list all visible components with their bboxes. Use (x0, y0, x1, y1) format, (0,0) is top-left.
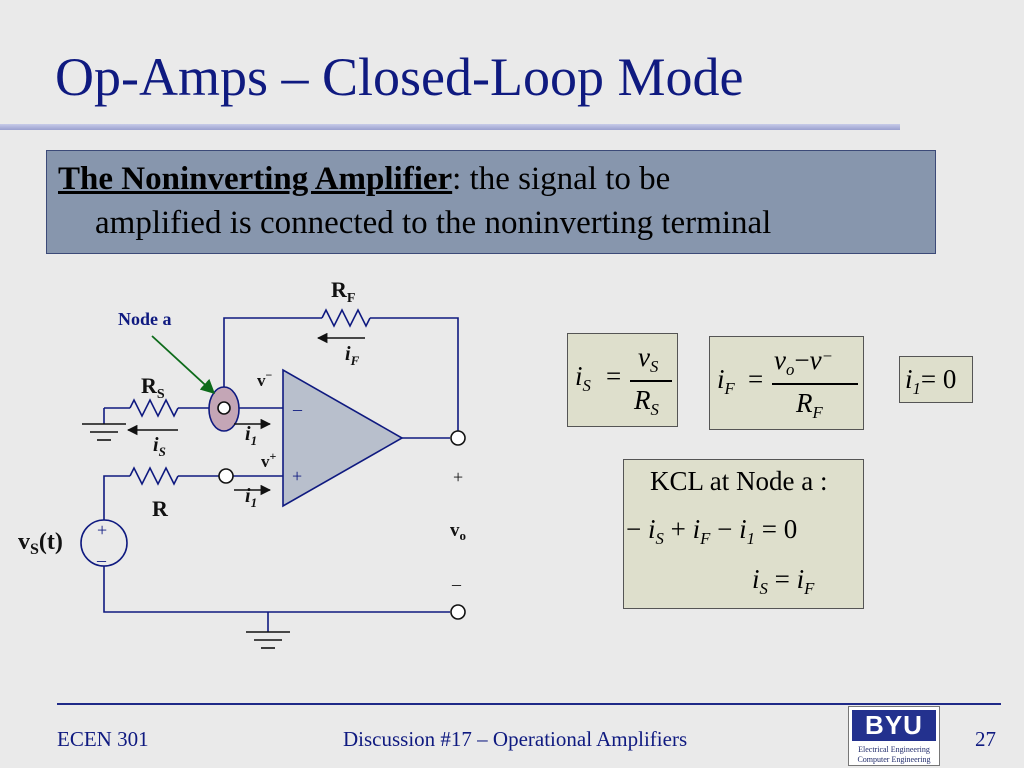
v-plus-label: v+ (261, 449, 277, 471)
footer-course: ECEN 301 (57, 727, 149, 751)
kcl-line-1: − iS + iF − i1 = 0 (626, 514, 798, 548)
r-label: R (152, 496, 169, 521)
banner-text-line1: : the signal to be (452, 161, 671, 197)
rs-label: RS (141, 373, 165, 402)
output-plus-sign: + (453, 467, 463, 487)
noninverting-terminal-icon (218, 468, 234, 484)
if-label: iF (345, 343, 360, 368)
footer-subject: Discussion #17 – Operational Amplifiers (343, 727, 688, 751)
is-label: iS (153, 434, 166, 459)
node-a-label: Node a (118, 309, 172, 329)
vo-label: vo (450, 520, 466, 543)
definition-banner: The Noninverting Amplifier: the signal t… (46, 150, 936, 254)
node-a-terminal-icon (217, 401, 231, 415)
source-plus-sign: + (97, 520, 107, 540)
node-a-pointer (151, 335, 216, 394)
i1-top-label: i1 (245, 423, 257, 448)
byu-logo-mark: BYU (852, 710, 936, 741)
ground-icon-bottom (246, 631, 290, 649)
equation-is: iS = vS RS (567, 333, 678, 427)
output-terminal-icon (450, 430, 466, 446)
ground-terminal-icon (450, 604, 466, 620)
rf-label: RF (331, 277, 355, 306)
v-minus-label: v− (257, 368, 273, 390)
footer-rule (57, 703, 1001, 705)
logo-line-1: Electrical Engineering (858, 745, 930, 754)
noninverting-input-sign: + (292, 466, 302, 486)
vs-label: vS(t) (18, 529, 63, 558)
kcl-equation-box: KCL at Node a : − iS + iF − i1 = 0 iS = … (623, 459, 864, 609)
page-number: 27 (975, 727, 996, 751)
logo-line-2: Computer Engineering (857, 755, 931, 764)
slide-title: Op-Amps – Closed-Loop Mode (55, 47, 744, 107)
i1-bot-label: i1 (245, 485, 257, 510)
ground-icon-left (82, 423, 126, 441)
rs-resistor-icon (129, 398, 179, 418)
rf-resistor-icon (321, 308, 371, 328)
source-minus-sign: – (96, 550, 107, 570)
noninverting-amplifier-circuit: Node a RF iF RS iS i1 i1 v− v+ – + R + –… (18, 277, 466, 649)
output-minus-sign: – (451, 574, 462, 594)
equation-if: iF = vo−v− RF (709, 336, 864, 430)
byu-logo: BYU Electrical Engineering Computer Engi… (848, 706, 940, 766)
inverting-input-sign: – (292, 399, 303, 419)
equation-i1: i1= 0 (899, 356, 973, 403)
banner-heading: The Noninverting Amplifier (58, 161, 453, 197)
kcl-line-2: iS = iF (752, 564, 815, 598)
voltage-source-icon (80, 519, 128, 567)
title-underline (0, 124, 900, 130)
opamp-icon (282, 368, 404, 508)
r-resistor-icon (129, 466, 179, 486)
banner-text-line2: amplified is connected to the noninverti… (95, 205, 772, 241)
kcl-heading: KCL at Node a : (650, 466, 828, 496)
